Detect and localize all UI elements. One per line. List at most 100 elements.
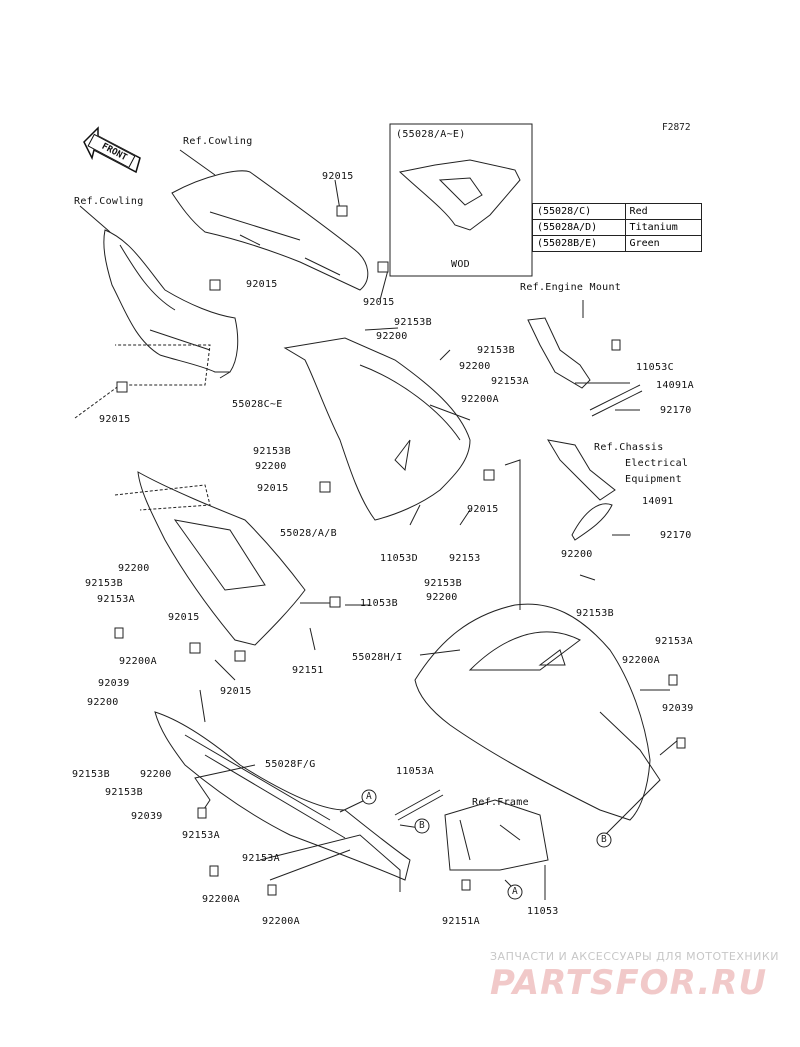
part-number: 92200 (561, 549, 593, 560)
watermark-tagline: ЗАПЧАСТИ И АКСЕССУАРЫ ДЛЯ МОТОТЕХНИКИ (490, 950, 779, 963)
part-number: 92151A (442, 916, 480, 927)
wod-box (389, 123, 533, 277)
frame-bracket (444, 799, 549, 871)
part-number: 92200 (376, 331, 408, 342)
bolt (461, 879, 471, 891)
part-number: 92153B (477, 345, 515, 356)
color-name: Titanium (624, 219, 703, 236)
bolt (611, 339, 621, 351)
part-number: 11053 (527, 906, 559, 917)
color-table: (55028/C)Red (55028A/D)Titanium (55028B/… (532, 203, 703, 252)
ref-cowling-left: Ref.Cowling (74, 196, 144, 207)
part-number: 92153 (449, 553, 481, 564)
part-number: 92151 (292, 665, 324, 676)
part-number: 92200 (140, 769, 172, 780)
part-number: 92153B (85, 578, 123, 589)
wod-box-caption: WOD (451, 259, 470, 270)
color-name: Red (624, 203, 703, 220)
grommet (189, 642, 201, 654)
grommet (116, 381, 128, 393)
callout-b1-circle (414, 818, 430, 834)
under-cowl-fg (154, 711, 411, 881)
callout-b: B (601, 834, 607, 845)
watermark-logo: PARTSFOR.RU (490, 963, 768, 1003)
callout-a: A (366, 791, 372, 802)
part-number: 92153A (97, 594, 135, 605)
ref-frame: Ref.Frame (472, 797, 529, 808)
part-number: 92170 (660, 405, 692, 416)
part-number: 92015 (220, 686, 252, 697)
upper-cowl-panel (171, 170, 369, 291)
part-number: 92170 (660, 530, 692, 541)
bolt (197, 807, 207, 819)
part-number: 11053C (636, 362, 674, 373)
part-number: 92039 (131, 811, 163, 822)
callout-a: A (512, 886, 518, 897)
part-number: 92153A (491, 376, 529, 387)
part-number: 92015 (246, 279, 278, 290)
part-number: 92015 (467, 504, 499, 515)
color-code: (55028B/E) (532, 235, 626, 252)
grommet (234, 650, 246, 662)
rod-14091a (589, 384, 643, 417)
part-number: 92200 (459, 361, 491, 372)
part-number: 92200 (426, 592, 458, 603)
callout-a2-circle (507, 884, 523, 900)
engine-mount-bracket (527, 317, 591, 389)
part-number: 92200A (262, 916, 300, 927)
callout-b2-circle (596, 832, 612, 848)
part-number: 92200A (461, 394, 499, 405)
ref-engine-mount: Ref.Engine Mount (520, 282, 622, 293)
strap-14091 (571, 503, 613, 541)
part-number: 92039 (662, 703, 694, 714)
part-number: 92153B (394, 317, 432, 328)
ref-chassis-line3: Equipment (625, 474, 682, 485)
grommet (319, 481, 331, 493)
part-number: 92200 (255, 461, 287, 472)
bolt (267, 884, 277, 896)
part-number: 92153B (72, 769, 110, 780)
part-number: 92015 (168, 612, 200, 623)
middle-side-fairing (283, 337, 471, 521)
part-number: 92153A (655, 636, 693, 647)
part-number: 14091A (656, 380, 694, 391)
diagram-code: F2872 (662, 122, 691, 133)
part-number: 92039 (98, 678, 130, 689)
part-number: 92200A (202, 894, 240, 905)
part-number: 92153A (242, 853, 280, 864)
part-number: 92153B (253, 446, 291, 457)
callout-a1-circle (361, 789, 377, 805)
part-number: 92015 (322, 171, 354, 182)
ref-cowling-upper: Ref.Cowling (183, 136, 253, 147)
part-number: 55028H/I (352, 652, 403, 663)
part-number: 11053B (360, 598, 398, 609)
part-number: 92015 (363, 297, 395, 308)
grommet (336, 205, 348, 217)
side-panel-ab (137, 471, 306, 646)
ref-chassis-line2: Electrical (625, 458, 689, 469)
bolt (209, 865, 219, 877)
lower-fairing-hi (414, 603, 651, 821)
chassis-bracket (547, 439, 616, 501)
bolt (668, 674, 678, 686)
color-name: Green (624, 235, 703, 252)
part-number: 92200A (622, 655, 660, 666)
callout-b: B (419, 820, 425, 831)
part-number: 92153B (576, 608, 614, 619)
color-row-ad: (55028A/D)Titanium (532, 219, 703, 236)
part-number: 55028/A/B (280, 528, 337, 539)
part-number: 92200 (118, 563, 150, 574)
grommet (377, 261, 389, 273)
part-number: 92015 (99, 414, 131, 425)
grommet (209, 279, 221, 291)
bolt (114, 627, 124, 639)
color-row-be: (55028B/E)Green (532, 235, 703, 252)
part-number: 11053D (380, 553, 418, 564)
part-number: 92200A (119, 656, 157, 667)
part-number: 92015 (257, 483, 289, 494)
part-number: 92153B (424, 578, 462, 589)
part-number: 92200 (87, 697, 119, 708)
color-row-c: (55028/C)Red (532, 203, 703, 220)
part-number: 92153B (105, 787, 143, 798)
